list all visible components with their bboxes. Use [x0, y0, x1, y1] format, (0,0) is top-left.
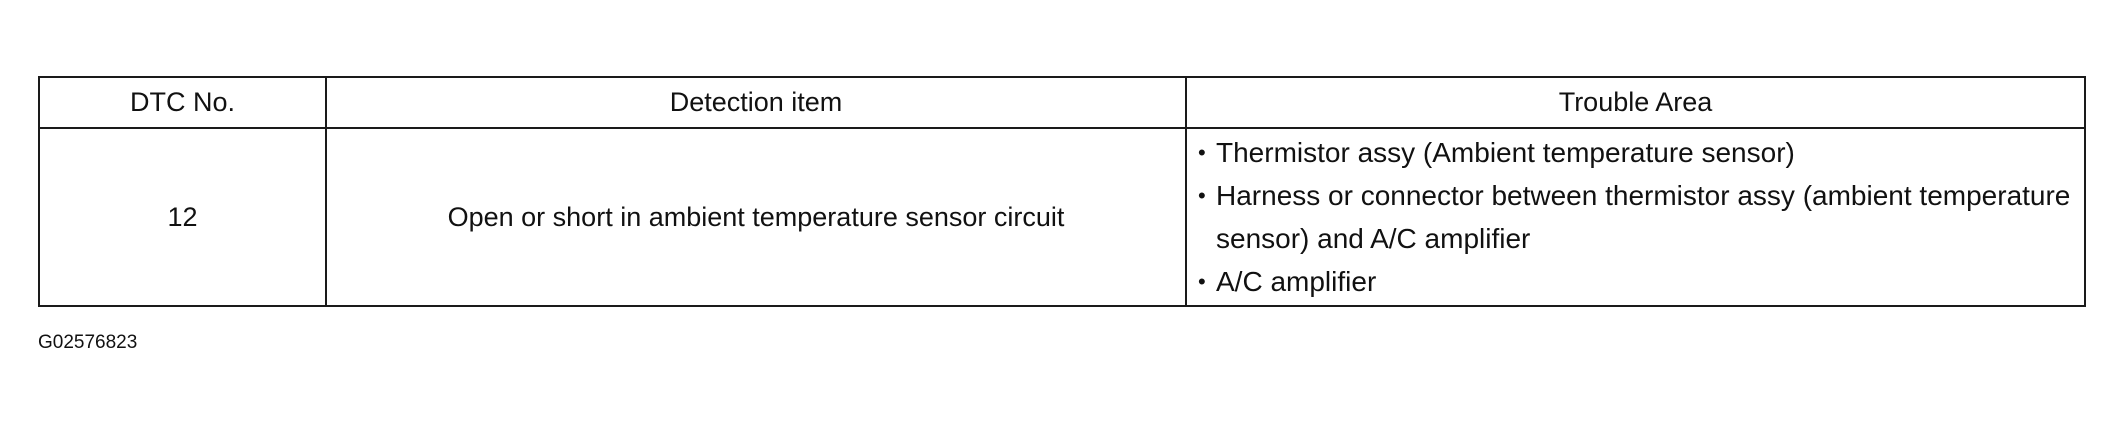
- header-trouble-area: Trouble Area: [1185, 76, 2086, 129]
- table-row: 12 Open or short in ambient temperature …: [38, 127, 2086, 307]
- bullet-icon: •: [1198, 140, 1206, 165]
- trouble-area-cell: • Thermistor assy (Ambient temperature s…: [1185, 127, 2086, 307]
- table-header-row: DTC No. Detection item Trouble Area: [38, 76, 2086, 129]
- dtc-table: DTC No. Detection item Trouble Area 12 O…: [38, 76, 2086, 307]
- trouble-area-text: Thermistor assy (Ambient temperature sen…: [1216, 137, 1795, 168]
- trouble-area-text: A/C amplifier: [1216, 266, 1377, 297]
- trouble-area-item: • Thermistor assy (Ambient temperature s…: [1198, 131, 2083, 174]
- trouble-area-text: Harness or connector between thermistor …: [1216, 180, 2071, 254]
- trouble-area-list: • Thermistor assy (Ambient temperature s…: [1188, 131, 2083, 303]
- dtc-number-cell: 12: [38, 127, 327, 307]
- detection-item-cell: Open or short in ambient temperature sen…: [325, 127, 1187, 307]
- bullet-icon: •: [1198, 183, 1206, 208]
- header-dtc-no: DTC No.: [38, 76, 327, 129]
- header-detection-item: Detection item: [325, 76, 1187, 129]
- trouble-area-item: • A/C amplifier: [1198, 260, 2083, 303]
- figure-id: G02576823: [38, 332, 138, 353]
- trouble-area-item: • Harness or connector between thermisto…: [1198, 174, 2083, 260]
- bullet-icon: •: [1198, 269, 1206, 294]
